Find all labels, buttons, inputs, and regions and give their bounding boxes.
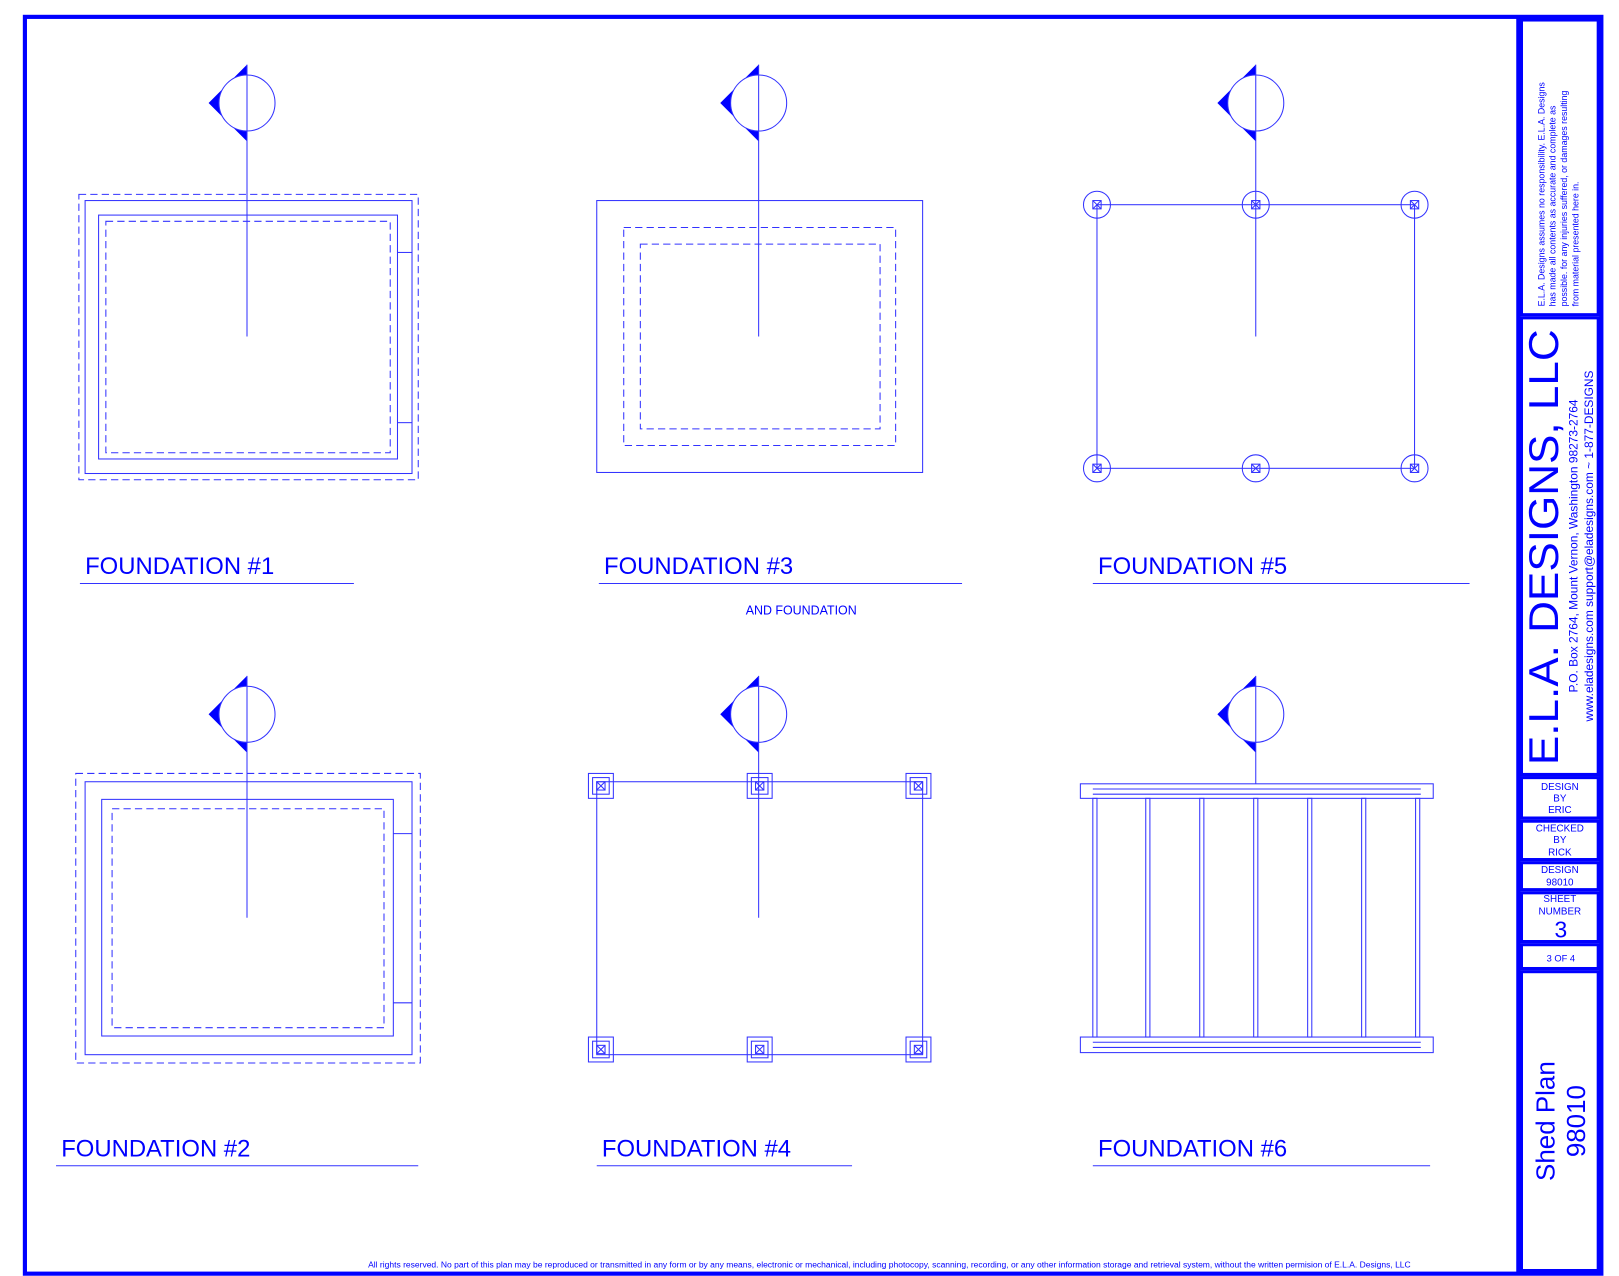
pier-icon — [1400, 190, 1429, 219]
plan-title: Shed Plan — [1533, 1061, 1561, 1181]
foundation-6-label: FOUNDATION #6 — [1098, 1135, 1287, 1162]
foundation-1-label: FOUNDATION #1 — [85, 553, 274, 580]
foundation-1-drawing: FOUNDATION #1 — [78, 64, 419, 585]
floor-joist — [1307, 797, 1313, 1038]
floor-joist — [1092, 797, 1098, 1038]
sheet-number-label: SHEET — [1543, 894, 1576, 905]
foundation-4-drawing: FOUNDATION #4 — [587, 675, 932, 1167]
pier-icon — [1082, 190, 1111, 219]
pier-icon — [587, 1036, 614, 1063]
svg-text:has made all contents as accur: has made all contents as accurate and co… — [1548, 105, 1558, 306]
pier-icon — [905, 772, 932, 799]
section-marker-icon — [208, 675, 276, 918]
section-marker-icon — [720, 675, 788, 918]
foundation-3-note: AND FOUNDATION — [746, 604, 857, 618]
floor-joist — [1415, 797, 1421, 1038]
section-marker-icon — [1217, 675, 1285, 784]
pier-icon — [587, 772, 614, 799]
company-address: P.O. Box 2764, Mount Vernon, Washington … — [1566, 399, 1580, 692]
foundation-6-drawing: FOUNDATION #6 — [1079, 675, 1434, 1167]
pier-icon — [1241, 454, 1270, 483]
design-by-label: BY — [1553, 793, 1567, 804]
foundation-2-drawing: FOUNDATION #2 — [56, 675, 421, 1167]
svg-text:E.L.A. Designs assumes no resp: E.L.A. Designs assumes no responsibility… — [1536, 82, 1546, 307]
pier-icon — [1082, 454, 1111, 483]
pier-icon — [746, 772, 773, 799]
checker-name: RICK — [1548, 847, 1572, 858]
foundation-4-label: FOUNDATION #4 — [602, 1135, 791, 1162]
title-block: E.L.A. Designs assumes no responsibility… — [1516, 16, 1600, 1274]
section-marker-icon — [1217, 64, 1285, 337]
floor-joist — [1253, 797, 1259, 1038]
disclaimer: E.L.A. Designs assumes no responsibility… — [1536, 82, 1580, 307]
sheet-number-label: NUMBER — [1539, 907, 1582, 918]
svg-text:possible. for any injuries suf: possible. for any injuries suffered, or … — [1559, 90, 1569, 306]
plan-number: 98010 — [1563, 1085, 1591, 1157]
floor-joist — [1145, 797, 1151, 1038]
company-contact: www.eladesigns.com support@eladesigns.co… — [1582, 370, 1596, 722]
sheet-of: 3 OF 4 — [1547, 953, 1576, 963]
design-by-label: DESIGN — [1541, 782, 1579, 793]
foundation-5-drawing: FOUNDATION #5 — [1082, 64, 1470, 585]
copyright-notice: All rights reserved. No part of this pla… — [368, 1259, 1411, 1269]
checked-by-label: CHECKED — [1536, 824, 1584, 835]
foundation-5-label: FOUNDATION #5 — [1098, 553, 1287, 580]
company-name: E.L.A. DESIGNS, LLC — [1520, 329, 1567, 765]
foundation-3-label: FOUNDATION #3 — [604, 553, 793, 580]
floor-joist — [1361, 797, 1367, 1038]
design-number-label: DESIGN — [1541, 865, 1579, 876]
pier-icon — [1400, 454, 1429, 483]
pier-icon — [905, 1036, 932, 1063]
svg-text:from material presented here i: from material presented here in. — [1571, 182, 1581, 307]
design-number: 98010 — [1546, 878, 1574, 889]
designer-name: ERIC — [1548, 805, 1572, 816]
pier-icon — [746, 1036, 773, 1063]
foundation-2-label: FOUNDATION #2 — [61, 1135, 250, 1162]
section-marker-icon — [208, 64, 276, 337]
sheet-border — [22, 14, 1604, 1276]
checked-by-label: BY — [1553, 835, 1567, 846]
floor-joist — [1199, 797, 1205, 1038]
sheet-number: 3 — [1555, 916, 1568, 942]
pier-icon — [1241, 190, 1270, 219]
foundation-3-drawing: FOUNDATION #3 AND FOUNDATION — [596, 64, 963, 618]
